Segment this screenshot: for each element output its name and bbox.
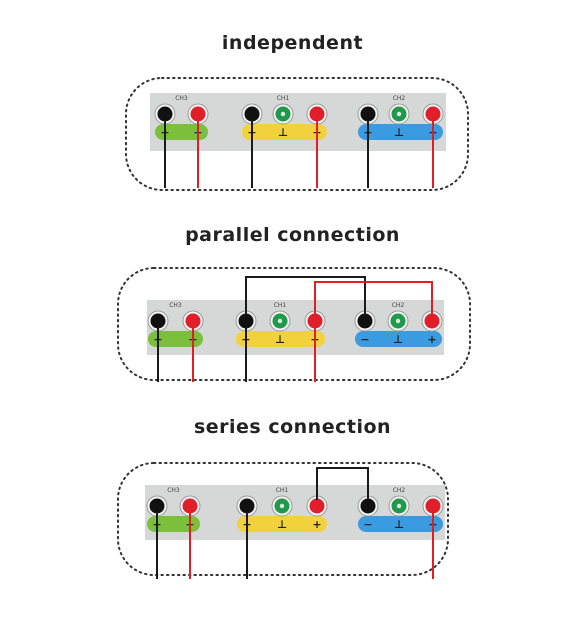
terminal-core-5: [427, 108, 439, 120]
ch2-minus-mark: −: [360, 333, 369, 346]
terminal-core-1: [184, 500, 196, 512]
ch1-ground-terminal-hole: [280, 111, 286, 117]
dotted-outline: [125, 77, 469, 191]
title-series-connection: series connection: [193, 416, 392, 438]
terminal-core-3: [311, 500, 323, 512]
terminal-core-5: [426, 315, 438, 327]
terminal-core-0: [151, 500, 163, 512]
ch3-label: CH3: [169, 302, 182, 309]
ch1-strip: [237, 516, 327, 532]
title-parallel-connection: parallel connection: [185, 224, 400, 246]
ch2-label: CH2: [393, 95, 406, 102]
terminal-core-3: [311, 108, 323, 120]
ch1-strip: [242, 124, 327, 140]
ch2-ground-mark: ⊥: [394, 126, 404, 139]
ch2-minus-mark: −: [363, 518, 372, 531]
ch1-ground-terminal-hole: [279, 503, 285, 509]
ch3-label: CH3: [167, 487, 180, 494]
terminal-core-2: [241, 500, 253, 512]
ch2-ground-terminal-hole: [396, 111, 402, 117]
ch1-ground-terminal-hole: [277, 318, 283, 324]
ch3-strip: [155, 124, 208, 140]
terminal-core-4: [362, 500, 374, 512]
title-independent: independent: [221, 32, 364, 54]
terminal-core-4: [362, 108, 374, 120]
ch2-ground-mark: ⊥: [393, 333, 403, 346]
dotted-outline: [117, 267, 471, 381]
terminal-core-1: [187, 315, 199, 327]
parallel-black-jumper: [245, 276, 366, 321]
ch2-ground-terminal-hole: [396, 503, 402, 509]
ch3-strip: [148, 331, 203, 347]
dotted-outline: [117, 462, 449, 576]
ch1-ground-mark: ⊥: [275, 333, 285, 346]
ch2-label: CH2: [393, 487, 406, 494]
ch1-ground-mark: ⊥: [278, 126, 288, 139]
ch1-strip: [236, 331, 325, 347]
ch1-label: CH1: [276, 487, 289, 494]
ch2-plus-mark: +: [427, 333, 436, 346]
ch2-strip: [358, 516, 443, 532]
terminal-core-5: [427, 500, 439, 512]
ch2-strip: [355, 331, 442, 347]
ch3-label: CH3: [175, 95, 188, 102]
ch3-strip: [147, 516, 200, 532]
ch1-label: CH1: [277, 95, 290, 102]
terminal-core-3: [309, 315, 321, 327]
ch1-plus-mark: +: [312, 518, 321, 531]
ch1-ground-mark: ⊥: [277, 518, 287, 531]
ch2-ground-mark: ⊥: [394, 518, 404, 531]
ch2-label: CH2: [392, 302, 405, 309]
series-black-jumper: [316, 467, 369, 506]
parallel-red-jumper: [314, 281, 433, 321]
ch1-label: CH1: [274, 302, 287, 309]
terminal-core-4: [359, 315, 371, 327]
ch2-strip: [358, 124, 443, 140]
ch2-ground-terminal-hole: [395, 318, 401, 324]
terminal-core-1: [192, 108, 204, 120]
terminal-core-2: [246, 108, 258, 120]
terminal-core-0: [159, 108, 171, 120]
terminal-core-2: [240, 315, 252, 327]
terminal-core-0: [152, 315, 164, 327]
